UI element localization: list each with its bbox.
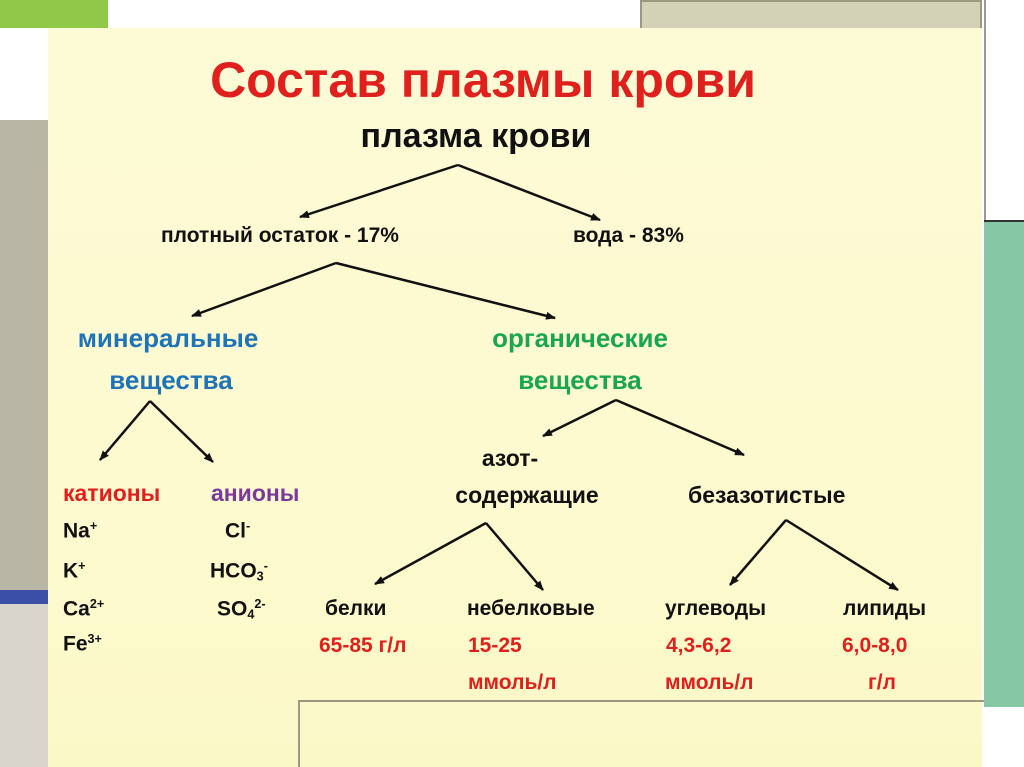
arrow-nitrogen-proteins xyxy=(374,521,487,586)
arrow-nonnitrogen-carbs xyxy=(729,519,787,586)
anions-label: анионы xyxy=(211,480,300,506)
cation-na: Na+ xyxy=(63,519,98,543)
arrow-nitrogen-nonprotein xyxy=(485,522,544,591)
arrow-mineral-anions xyxy=(149,400,214,463)
cation-k: K+ xyxy=(63,559,86,583)
node-non-nitrogen: безазотистые xyxy=(688,482,846,508)
leaf-lipids-value2: г/л xyxy=(868,671,896,694)
root-node: плазма крови xyxy=(360,117,592,155)
node-nitrogen-line2: содержащие xyxy=(455,482,599,508)
leaf-proteins-label: белки xyxy=(325,597,387,620)
node-dry-residue: плотный остаток - 17% xyxy=(161,224,399,247)
decor-bottom-box xyxy=(298,700,984,767)
decor-grey-strip xyxy=(0,120,48,590)
arrow-organic-nonnitrogen xyxy=(615,398,745,457)
arrow-residue-organic xyxy=(335,261,556,320)
node-mineral-line2: вещества xyxy=(109,365,233,395)
arrow-root-left xyxy=(299,163,459,219)
leaf-lipids-value1: 6,0-8,0 xyxy=(842,634,908,657)
node-organic-line2: вещества xyxy=(518,365,642,395)
anion-cl: Cl- xyxy=(225,519,251,543)
node-water: вода - 83% xyxy=(573,224,684,247)
anion-so4: SO42- xyxy=(217,597,266,622)
page-title: Состав плазмы крови xyxy=(210,52,756,108)
node-mineral-line1: минеральные xyxy=(77,323,259,353)
arrow-mineral-cations xyxy=(99,400,151,461)
decor-grey-bottom xyxy=(0,604,48,767)
decor-blue-line xyxy=(0,590,48,604)
arrow-organic-nitrogen xyxy=(542,398,617,438)
cation-fe: Fe3+ xyxy=(63,632,102,656)
anion-hco3: HCO3- xyxy=(210,559,268,584)
node-nitrogen-line1: азот- xyxy=(481,445,539,471)
leaf-carbs-value2: ммоль/л xyxy=(665,671,754,694)
node-organic-line1: органические xyxy=(492,323,668,353)
leaf-nonprotein-value2: ммоль/л xyxy=(468,671,557,694)
leaf-nonprotein-value1: 15-25 xyxy=(468,634,522,657)
leaf-carbs-label: углеводы xyxy=(665,597,767,620)
cation-ca: Ca2+ xyxy=(63,597,105,621)
decor-green-square xyxy=(0,0,108,28)
arrow-residue-mineral xyxy=(191,261,337,318)
leaf-carbs-value1: 4,3-6,2 xyxy=(666,634,732,657)
leaf-proteins-value: 65-85 г/л xyxy=(319,634,407,657)
leaf-nonprotein-label: небелковые xyxy=(467,597,595,620)
content-panel xyxy=(48,28,982,767)
cations-label: катионы xyxy=(63,480,161,506)
arrow-root-right xyxy=(457,163,601,222)
decor-right-top xyxy=(984,0,1024,220)
decor-right-green xyxy=(984,220,1024,707)
arrow-nonnitrogen-lipids xyxy=(785,518,899,592)
leaf-lipids-label: липиды xyxy=(843,597,927,620)
